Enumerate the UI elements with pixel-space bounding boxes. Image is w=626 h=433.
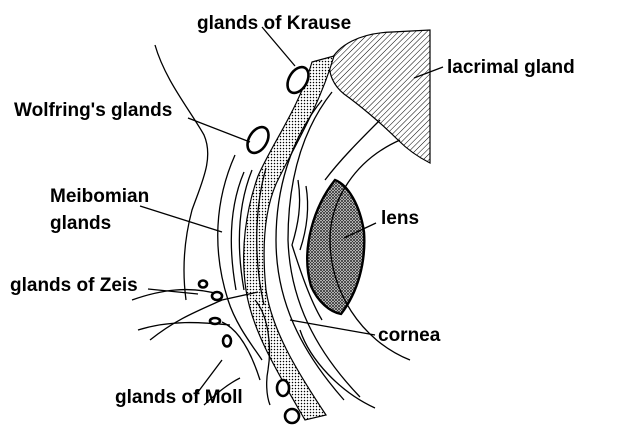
lacrimal-gland-shape xyxy=(330,30,430,163)
gland-lower-1 xyxy=(277,380,289,396)
label-glands-of-zeis: glands of Zeis xyxy=(10,275,138,296)
gland-moll-upper xyxy=(210,318,220,324)
label-wolfrings-glands: Wolfring's glands xyxy=(14,100,172,121)
lens-shape xyxy=(307,180,364,314)
gland-lower-2 xyxy=(285,409,299,423)
leader-cornea xyxy=(290,320,375,335)
gland-zeis-upper xyxy=(199,281,207,288)
leader-meibomian xyxy=(140,206,222,232)
label-meibomian-glands: glands xyxy=(50,213,111,234)
label-meibomian: Meibomian xyxy=(50,186,149,207)
label-cornea: cornea xyxy=(378,325,441,346)
label-glands-of-moll: glands of Moll xyxy=(115,387,243,408)
label-glands-of-krause: glands of Krause xyxy=(197,13,351,34)
label-lens: lens xyxy=(381,208,419,229)
label-lacrimal-gland: lacrimal gland xyxy=(447,57,575,78)
leader-wolfring xyxy=(188,118,250,142)
gland-zeis-lower xyxy=(212,292,222,300)
gland-wolfring xyxy=(243,123,273,156)
gland-moll-lower xyxy=(223,336,231,347)
